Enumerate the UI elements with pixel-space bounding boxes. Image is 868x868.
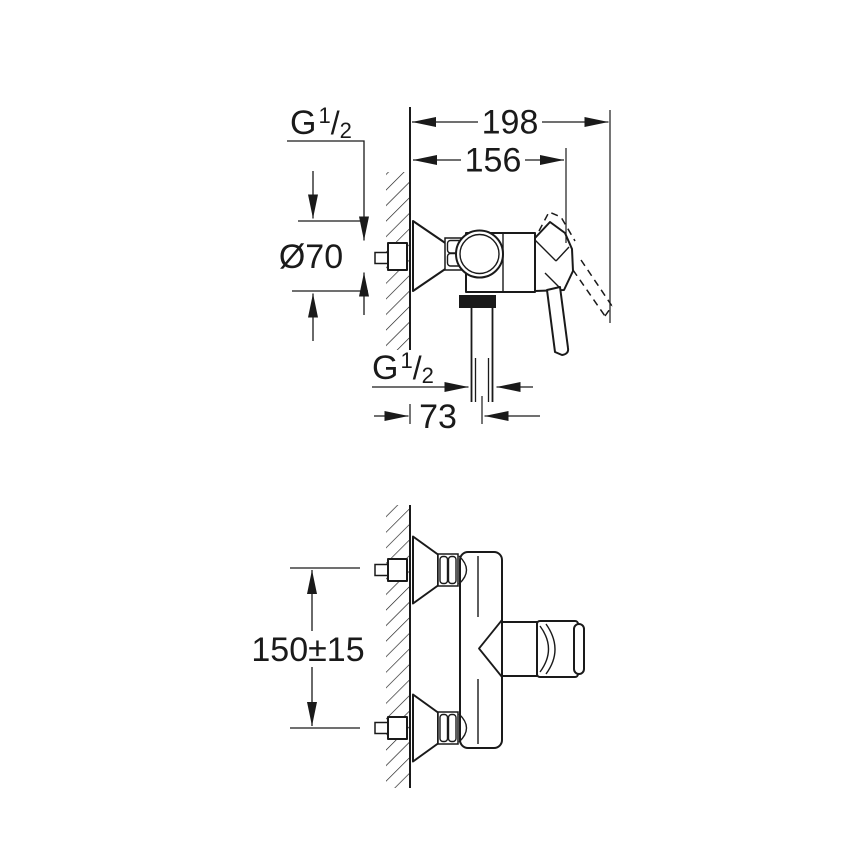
union-nut-arc-top [458, 555, 468, 585]
escutcheon [412, 535, 439, 605]
cartridge-cap-side [455, 229, 504, 279]
thread-label-outlet: G1/2 [372, 348, 533, 392]
mixer-body-plan [458, 551, 503, 749]
dim-inlet-spacing-label: 150±15 [251, 631, 364, 669]
dim-outlet-offset: 73 [374, 396, 540, 436]
lever-cap-side [534, 221, 574, 292]
handle-plan [501, 620, 585, 678]
leader-line [287, 140, 369, 241]
lever-stem [501, 621, 538, 677]
supply-stub [374, 721, 389, 735]
dim-outlet-offset-label: 73 [419, 398, 457, 436]
union-nut-arc-bottom [458, 713, 468, 743]
dim-escutcheon-diameter-label: Ø70 [279, 238, 343, 276]
wall-hatching-plan [386, 505, 410, 788]
dim-body-depth-label: 156 [465, 142, 522, 180]
thread-square [387, 716, 408, 740]
side-view: 198 156 G1/2 Ø70 G1/2 [279, 103, 613, 436]
dim-body-depth: 156 [413, 142, 567, 243]
thread-square-side [387, 242, 408, 271]
dim-inlet-spacing: 150±15 [251, 567, 365, 729]
supply-stub-side [374, 251, 389, 265]
lever-arm-side [546, 286, 570, 356]
thread-square [387, 558, 408, 582]
dim-overall-depth-label: 198 [482, 104, 539, 142]
outlet-nut-side [459, 295, 496, 308]
inlet-fitting-top [374, 535, 459, 605]
escutcheon-side [412, 220, 447, 292]
thread-label-outlet-text: G1/2 [372, 348, 434, 388]
dim-escutcheon-diameter: Ø70 [279, 171, 368, 341]
dim-overall-depth: 198 [412, 104, 611, 323]
body-chevron [478, 619, 503, 678]
supply-stub [374, 563, 389, 577]
thread-label-top-text: G1/2 [290, 103, 352, 143]
thread-label-top: G1/2 [287, 103, 369, 315]
inlet-fitting-bottom [374, 693, 459, 763]
inlet-fitting-side [374, 242, 408, 271]
mixer-body-side [455, 229, 536, 293]
plan-view: 150±15 [251, 505, 585, 788]
escutcheon [412, 693, 439, 763]
handle-side [534, 221, 574, 356]
lever-end-cap [573, 623, 585, 675]
outlet-pipe-side [470, 308, 494, 402]
handle-alt-position-dashed [538, 211, 613, 317]
